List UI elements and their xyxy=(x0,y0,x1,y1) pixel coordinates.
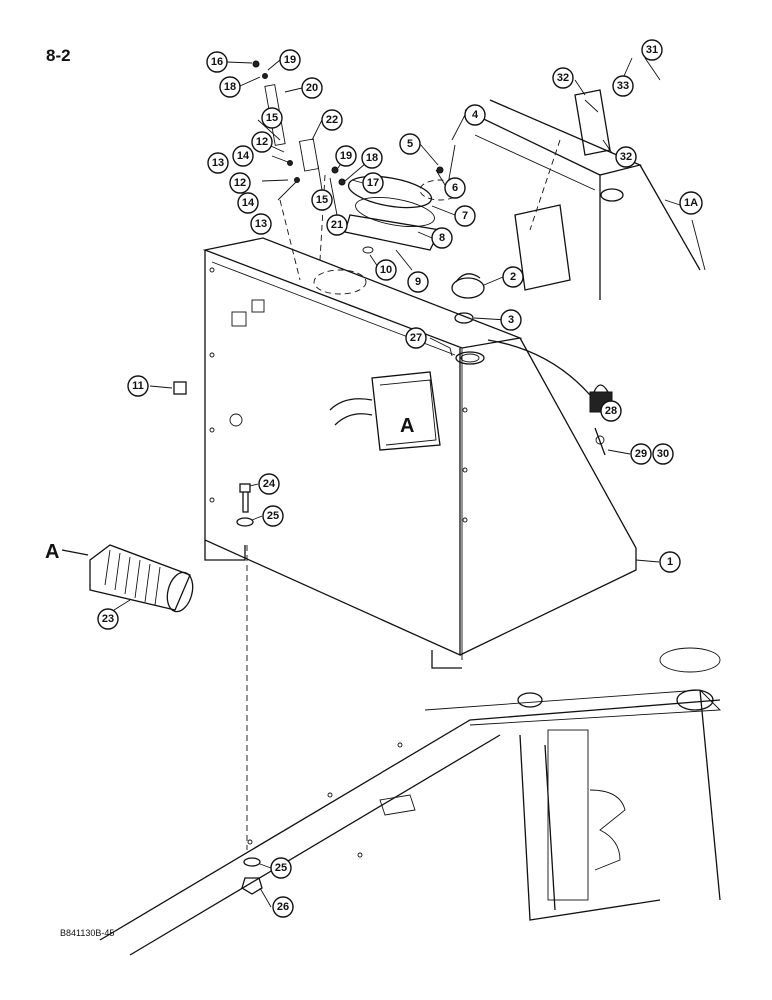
padlock-group xyxy=(487,339,613,456)
callout-2: 2 xyxy=(502,266,524,288)
callout-14: 14 xyxy=(232,145,254,167)
svg-text:22: 22 xyxy=(326,114,338,126)
svg-text:9: 9 xyxy=(415,276,421,288)
breather-hardware xyxy=(252,60,346,281)
svg-text:13: 13 xyxy=(255,218,267,230)
callout-21: 21 xyxy=(326,214,348,236)
callout-19: 19 xyxy=(279,49,301,71)
callout-6: 6 xyxy=(444,177,466,199)
svg-text:25: 25 xyxy=(275,862,287,874)
svg-text:16: 16 xyxy=(211,56,223,68)
callout-29: 29 xyxy=(630,443,652,465)
hydraulic-tank: A xyxy=(202,237,637,669)
callout-18: 18 xyxy=(361,147,383,169)
callout-14: 14 xyxy=(237,192,259,214)
callout-15: 15 xyxy=(311,189,333,211)
svg-text:30: 30 xyxy=(657,448,669,460)
filler-cap-group xyxy=(449,273,485,357)
callout-20: 20 xyxy=(301,77,323,99)
callout-5: 5 xyxy=(399,133,421,155)
view-marker-a-on-filter: A xyxy=(45,541,59,563)
svg-text:7: 7 xyxy=(462,210,468,222)
svg-text:19: 19 xyxy=(340,150,352,162)
callout-26: 26 xyxy=(272,896,294,918)
svg-text:12: 12 xyxy=(234,177,246,189)
svg-text:20: 20 xyxy=(306,82,318,94)
callout-1a: 1A xyxy=(679,191,703,215)
callout-19: 19 xyxy=(335,145,357,167)
svg-text:25: 25 xyxy=(267,510,279,522)
svg-text:1: 1 xyxy=(667,556,673,568)
callout-10: 10 xyxy=(375,259,397,281)
callout-18: 18 xyxy=(219,76,241,98)
callout-8: 8 xyxy=(431,227,453,249)
svg-text:14: 14 xyxy=(242,197,255,209)
svg-text:15: 15 xyxy=(316,194,328,206)
svg-text:10: 10 xyxy=(380,264,392,276)
svg-text:28: 28 xyxy=(605,405,617,417)
tank-1a xyxy=(419,89,701,300)
callout-1: 1 xyxy=(659,551,681,573)
svg-text:27: 27 xyxy=(410,332,422,344)
svg-text:3: 3 xyxy=(508,314,514,326)
svg-text:19: 19 xyxy=(284,54,296,66)
callout-24: 24 xyxy=(258,473,280,495)
svg-text:1A: 1A xyxy=(684,197,698,209)
callout-27: 27 xyxy=(405,327,427,349)
plug-part-11 xyxy=(173,381,187,395)
svg-text:13: 13 xyxy=(212,157,224,169)
callout-13: 13 xyxy=(250,213,272,235)
svg-text:33: 33 xyxy=(617,80,629,92)
svg-text:14: 14 xyxy=(237,150,250,162)
callout-33: 33 xyxy=(612,75,634,97)
svg-text:18: 18 xyxy=(366,152,378,164)
callout-28: 28 xyxy=(600,400,622,422)
leader-lines xyxy=(113,57,706,908)
callout-12: 12 xyxy=(229,172,251,194)
svg-text:29: 29 xyxy=(635,448,647,460)
svg-text:8: 8 xyxy=(439,232,445,244)
svg-text:5: 5 xyxy=(407,138,413,150)
callout-12: 12 xyxy=(251,131,273,153)
bolt-washer-group xyxy=(236,483,263,895)
svg-text:18: 18 xyxy=(224,81,236,93)
page-number-label: 8-2 xyxy=(46,46,71,65)
callout-17: 17 xyxy=(362,172,384,194)
svg-text:32: 32 xyxy=(557,72,569,84)
svg-text:32: 32 xyxy=(620,151,632,163)
callout-15: 15 xyxy=(261,107,283,129)
svg-text:17: 17 xyxy=(367,177,379,189)
svg-text:26: 26 xyxy=(277,901,289,913)
callout-9: 9 xyxy=(407,271,429,293)
svg-text:12: 12 xyxy=(256,136,268,148)
callout-3: 3 xyxy=(500,309,522,331)
callout-16: 16 xyxy=(206,51,228,73)
svg-text:31: 31 xyxy=(646,44,658,56)
callout-4: 4 xyxy=(464,104,486,126)
callout-25: 25 xyxy=(262,505,284,527)
callout-30: 30 xyxy=(652,443,674,465)
callout-31: 31 xyxy=(641,39,663,61)
svg-text:15: 15 xyxy=(266,112,278,124)
callout-25: 25 xyxy=(270,857,292,879)
svg-text:11: 11 xyxy=(132,380,144,392)
svg-text:21: 21 xyxy=(331,219,343,231)
view-marker-a-on-tank: A xyxy=(400,415,414,437)
svg-text:24: 24 xyxy=(263,478,276,490)
filter-element: A xyxy=(45,541,194,613)
callout-13: 13 xyxy=(207,152,229,174)
svg-text:6: 6 xyxy=(452,182,458,194)
svg-text:23: 23 xyxy=(102,613,114,625)
svg-text:4: 4 xyxy=(472,109,479,121)
callout-32: 32 xyxy=(552,67,574,89)
callout-22: 22 xyxy=(321,109,343,131)
callout-11: 11 xyxy=(127,375,149,397)
callout-23: 23 xyxy=(97,608,119,630)
drawing-code-label: B841130B-45 xyxy=(60,928,115,938)
callout-7: 7 xyxy=(454,205,476,227)
loader-frame xyxy=(99,647,722,956)
svg-text:2: 2 xyxy=(510,271,516,283)
callout-32: 32 xyxy=(615,146,637,168)
